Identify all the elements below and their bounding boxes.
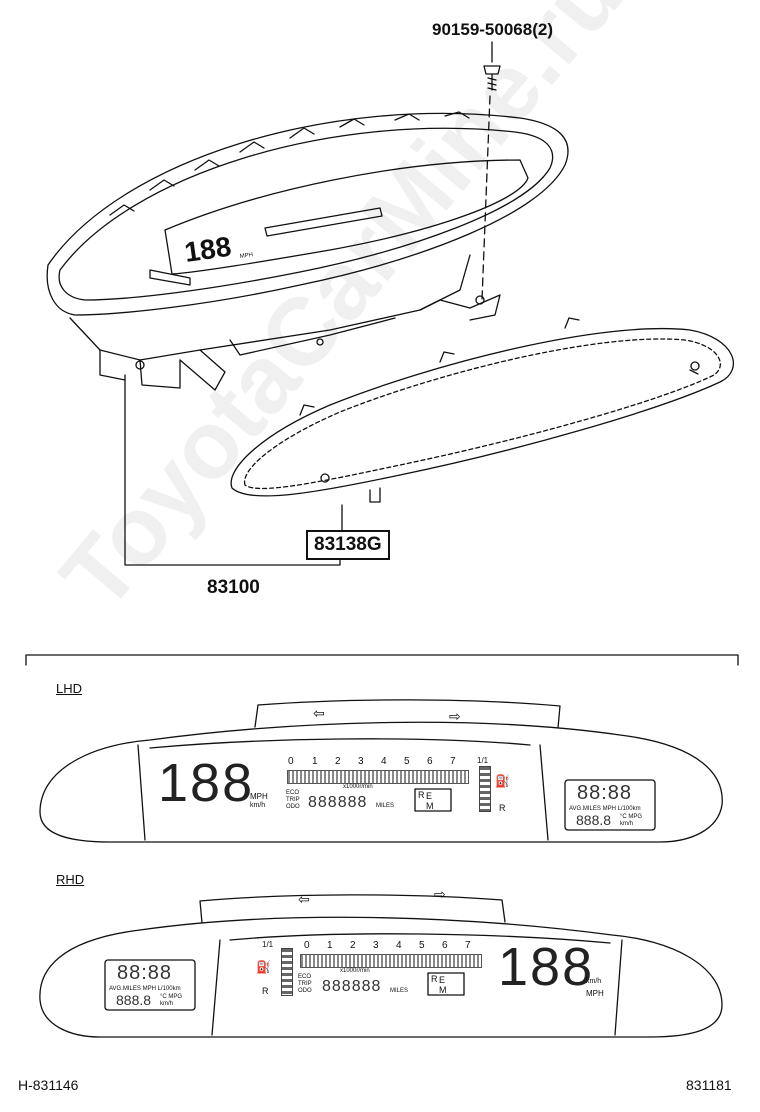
rhd-info-unit-2: km/h <box>160 1001 174 1007</box>
rhd-face-outline <box>39 894 723 1038</box>
rhd-odo-label-odo: ODO <box>298 988 312 994</box>
rhd-tach-unit: x1000r/min <box>340 968 370 974</box>
rhd-speed-digits: 188 <box>498 937 595 997</box>
rhd-speed-unit-2: MPH <box>586 989 604 998</box>
rhd-tach-scale: 0 1 2 3 4 5 6 7 <box>304 940 471 951</box>
rhd-left-turn-arrow-icon: ⇦ <box>298 891 310 907</box>
lhd-info-digits: 888.8 <box>576 812 612 828</box>
lhd-fuel-gauge <box>479 766 491 812</box>
lhd-odo-label-trip: TRIP <box>286 797 300 803</box>
rhd-speed-unit-1: km/h <box>586 978 602 985</box>
rhd-shift-e: E <box>439 975 446 985</box>
lhd-odometer-digits: 888888 <box>308 794 368 811</box>
rhd-odo-label-eco: ECO <box>298 974 312 980</box>
rhd-shift-r: R <box>431 974 438 984</box>
leader-lines <box>124 374 343 566</box>
meter-lens <box>230 317 735 503</box>
footer-right-code: 831181 <box>686 1077 732 1093</box>
rhd-odometer-digits: 888888 <box>322 978 382 995</box>
lhd-shift-m: M <box>426 801 434 811</box>
lhd-tach-scale: 0 1 2 3 4 5 6 7 <box>288 756 456 767</box>
svg-text:188: 188 <box>183 231 234 268</box>
bolt-callout: 90159-50068(2) <box>432 20 553 39</box>
views-separator <box>25 654 739 666</box>
lhd-info-unit-1: °C MPG <box>620 814 643 820</box>
fuel-pump-icon: ⛽ <box>495 774 510 788</box>
lhd-shift-e: E <box>426 791 433 801</box>
lhd-info-unit-2: km/h <box>620 821 634 827</box>
lhd-odo-label-eco: ECO <box>286 790 300 796</box>
svg-text:MPH: MPH <box>239 252 253 260</box>
rhd-fuel-reserve: R <box>262 986 269 996</box>
rhd-odo-label-trip: TRIP <box>298 981 312 987</box>
right-turn-arrow-icon: ⇨ <box>449 708 461 724</box>
cluster-callout: 83100 <box>207 577 260 598</box>
lhd-shift-r: R <box>418 790 425 800</box>
lhd-speed-digits: 188 <box>158 753 255 813</box>
lhd-odometer-unit: MILES <box>376 803 395 809</box>
left-turn-arrow-icon: ⇦ <box>313 705 325 721</box>
combination-meter-assembly: 188 MPH <box>46 111 569 391</box>
rhd-info-unit-1: °C MPG <box>160 994 183 1000</box>
lhd-info-labels: AVG.MILES MPH L/100km <box>569 806 641 812</box>
lens-callout: 83138G <box>306 530 390 560</box>
lhd-speed-unit-2: km/h <box>250 802 266 809</box>
lhd-clock-digits: 88:88 <box>577 782 633 804</box>
lhd-fuel-reserve: R <box>499 803 506 813</box>
rhd-odometer-unit: MILES <box>390 988 409 994</box>
rhd-info-labels: AVG.MILES MPH L/100km <box>109 986 181 992</box>
lhd-fuel-full: 1/1 <box>477 756 489 765</box>
lhd-face-outline <box>39 699 723 843</box>
rhd-clock-digits: 88:88 <box>117 962 173 984</box>
lhd-odo-label-odo: ODO <box>286 804 300 810</box>
lhd-tach-unit: x1000r/min <box>343 784 373 790</box>
rhd-fuel-full: 1/1 <box>262 940 274 949</box>
rhd-right-turn-arrow-icon: ⇨ <box>434 886 446 902</box>
lhd-title: LHD <box>56 681 83 696</box>
rhd-tach-bar <box>300 954 482 968</box>
rhd-fuel-gauge <box>281 948 293 996</box>
rhd-fuel-pump-icon: ⛽ <box>256 960 271 974</box>
rhd-info-digits: 888.8 <box>116 992 152 1008</box>
rhd-title: RHD <box>56 872 85 887</box>
rhd-shift-m: M <box>439 985 447 995</box>
footer-left-code: H-831146 <box>18 1077 79 1093</box>
lhd-tach-bar <box>287 770 469 784</box>
lhd-speed-unit-1: MPH <box>250 792 268 801</box>
